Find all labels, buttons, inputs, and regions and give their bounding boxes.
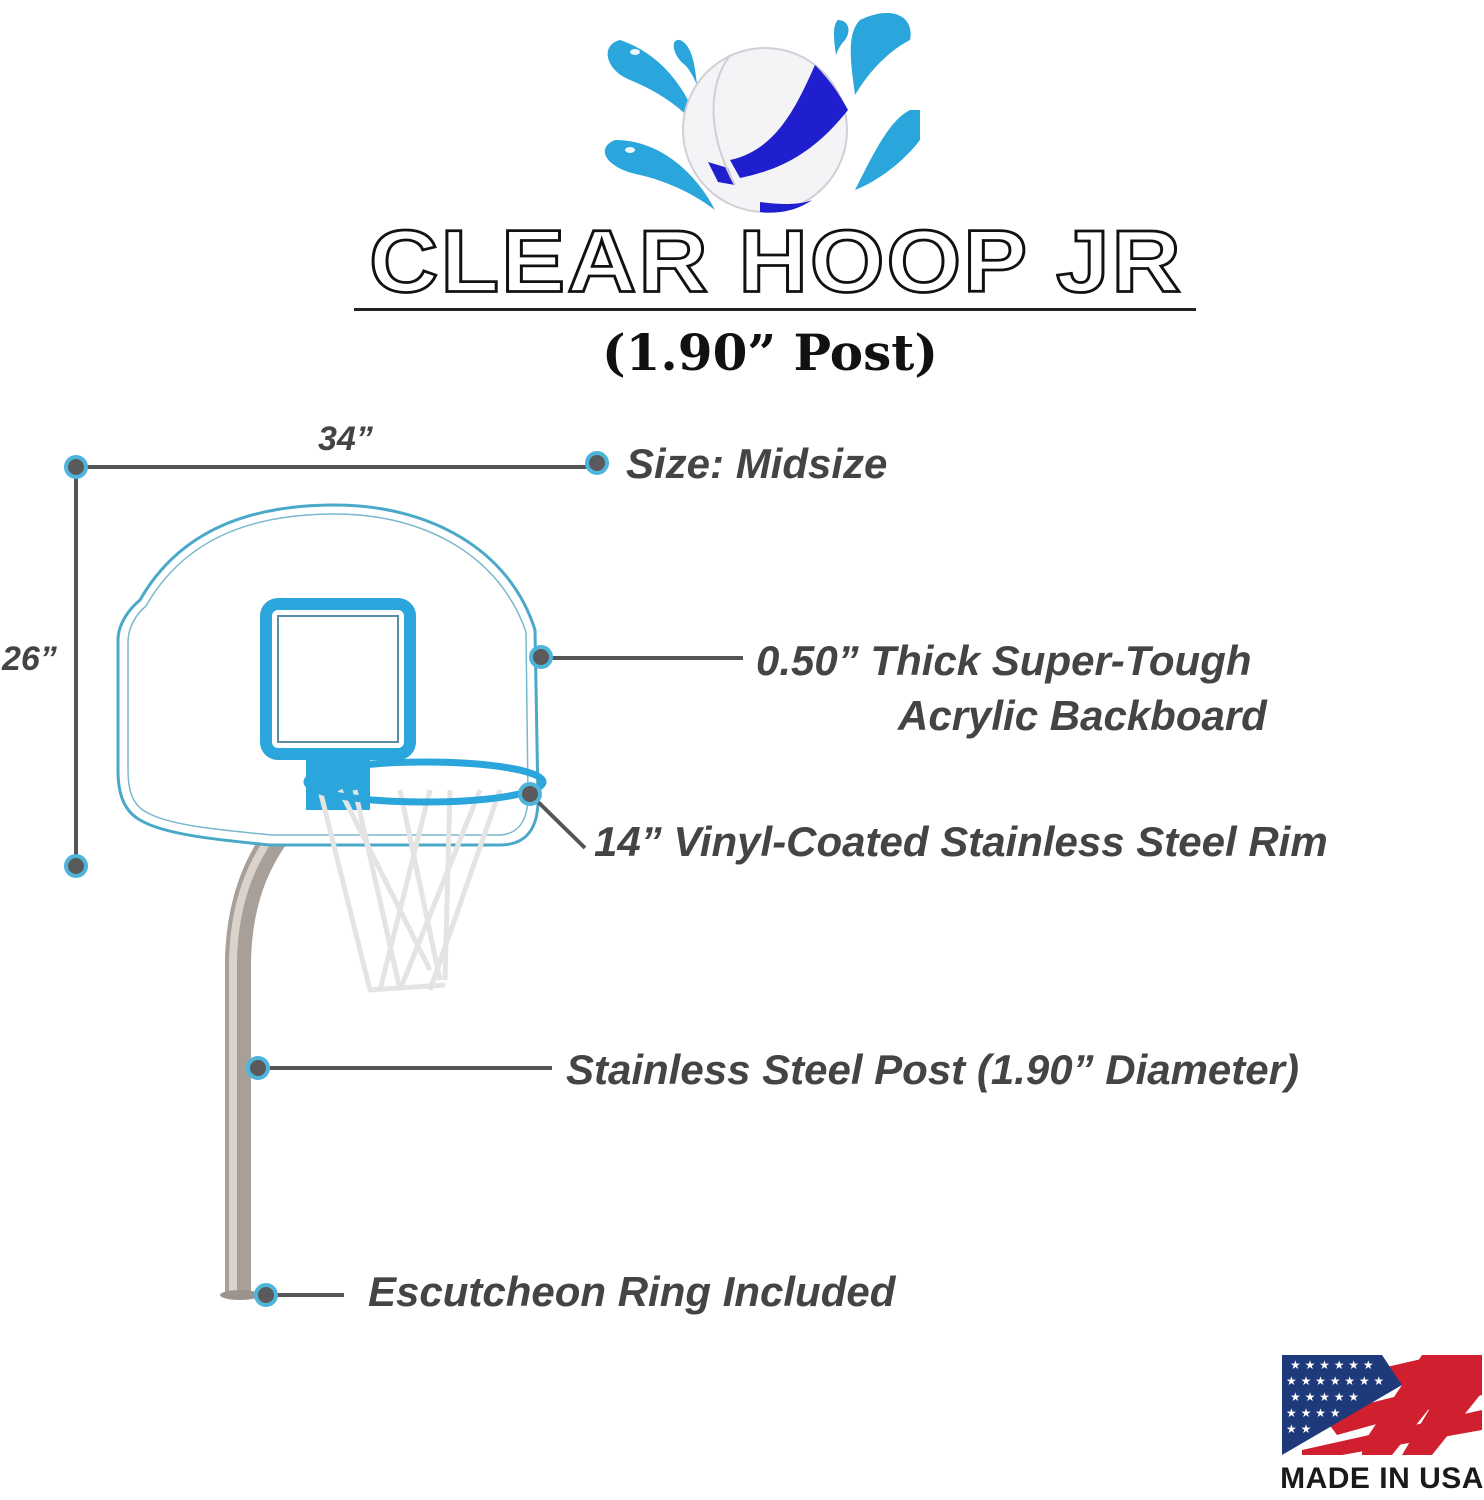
rim-label: 14” Vinyl-Coated Stainless Steel Rim <box>594 818 1328 865</box>
us-flag-icon: ★ ★ ★ ★ ★ ★ ★ ★ ★ ★ ★ ★ ★ ★ ★ ★ ★ ★ ★ ★ … <box>1282 1355 1482 1455</box>
width-dimension-label: 34” <box>318 420 373 458</box>
svg-text:★ ★ ★ ★ ★ ★ ★: ★ ★ ★ ★ ★ ★ ★ <box>1286 1374 1384 1388</box>
size-label: Size: Midsize <box>626 440 888 487</box>
rim-callout-dot <box>518 782 542 806</box>
made-in-usa-text: MADE IN USA <box>1280 1462 1484 1495</box>
dimension-dot-top-right <box>585 451 609 475</box>
height-dimension-line <box>74 468 78 868</box>
splash-ball-logo <box>604 12 920 213</box>
post-callout-dot <box>246 1056 270 1080</box>
svg-text:★ ★ ★ ★ ★ ★: ★ ★ ★ ★ ★ ★ <box>1290 1358 1374 1372</box>
backboard-callout-dot <box>529 645 553 669</box>
rim-callout-line <box>529 793 587 850</box>
backboard-label-line1: 0.50” Thick Super-Tough <box>756 637 1252 684</box>
product-subtitle: (1.90” Post) <box>601 323 939 382</box>
backboard-callout-line <box>545 656 743 660</box>
dimension-dot-top-left <box>64 455 88 479</box>
post-label: Stainless Steel Post (1.90” Diameter) <box>566 1046 1299 1093</box>
width-dimension-line <box>76 465 596 469</box>
product-title: CLEAR HOOP JR <box>368 212 1183 311</box>
svg-text:★ ★ ★ ★: ★ ★ ★ ★ <box>1286 1406 1340 1420</box>
svg-text:★ ★: ★ ★ <box>1286 1422 1311 1436</box>
title-divider <box>354 308 1196 311</box>
dimension-dot-bottom-left <box>64 854 88 878</box>
basketball-hoop-illustration <box>116 503 547 1300</box>
height-dimension-label: 26” <box>2 640 57 678</box>
escutcheon-callout-dot <box>254 1283 278 1307</box>
escutcheon-callout-line <box>270 1293 344 1297</box>
svg-text:★ ★ ★ ★ ★: ★ ★ ★ ★ ★ <box>1290 1390 1359 1404</box>
post-callout-line <box>262 1066 552 1070</box>
backboard-label-line2: Acrylic Backboard <box>898 692 1267 739</box>
escutcheon-label: Escutcheon Ring Included <box>368 1268 896 1315</box>
